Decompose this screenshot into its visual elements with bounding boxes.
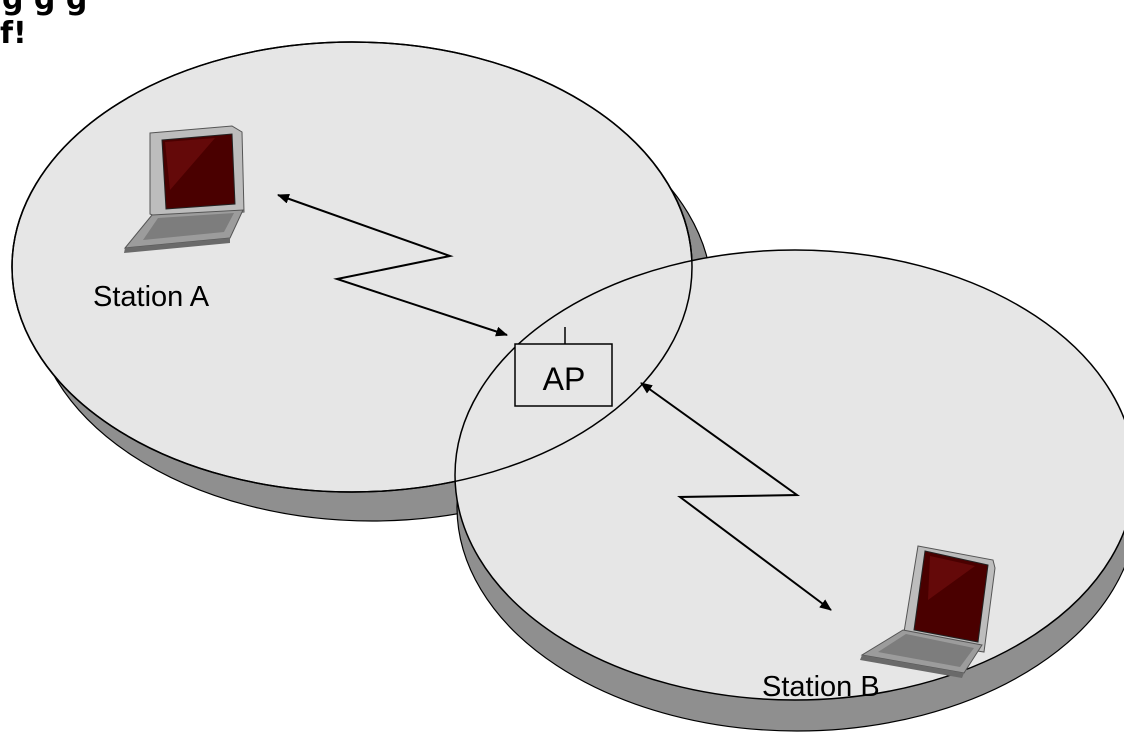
title-fragment-bottom: f! (0, 16, 27, 51)
access-point: AP (514, 327, 613, 407)
ap-label: AP (543, 361, 586, 397)
station-b-label: Station B (762, 671, 880, 703)
cell-a-outline (11, 41, 693, 493)
ap-box (514, 343, 613, 407)
cell-b (454, 249, 1124, 701)
station-a-label: Station A (93, 281, 210, 313)
title-fragment-top: g g g (2, 0, 87, 18)
link-a-ap (277, 193, 508, 337)
link-ap-b (640, 382, 832, 611)
laptop-a-icon (123, 125, 245, 253)
laptop-b-icon (860, 545, 996, 678)
